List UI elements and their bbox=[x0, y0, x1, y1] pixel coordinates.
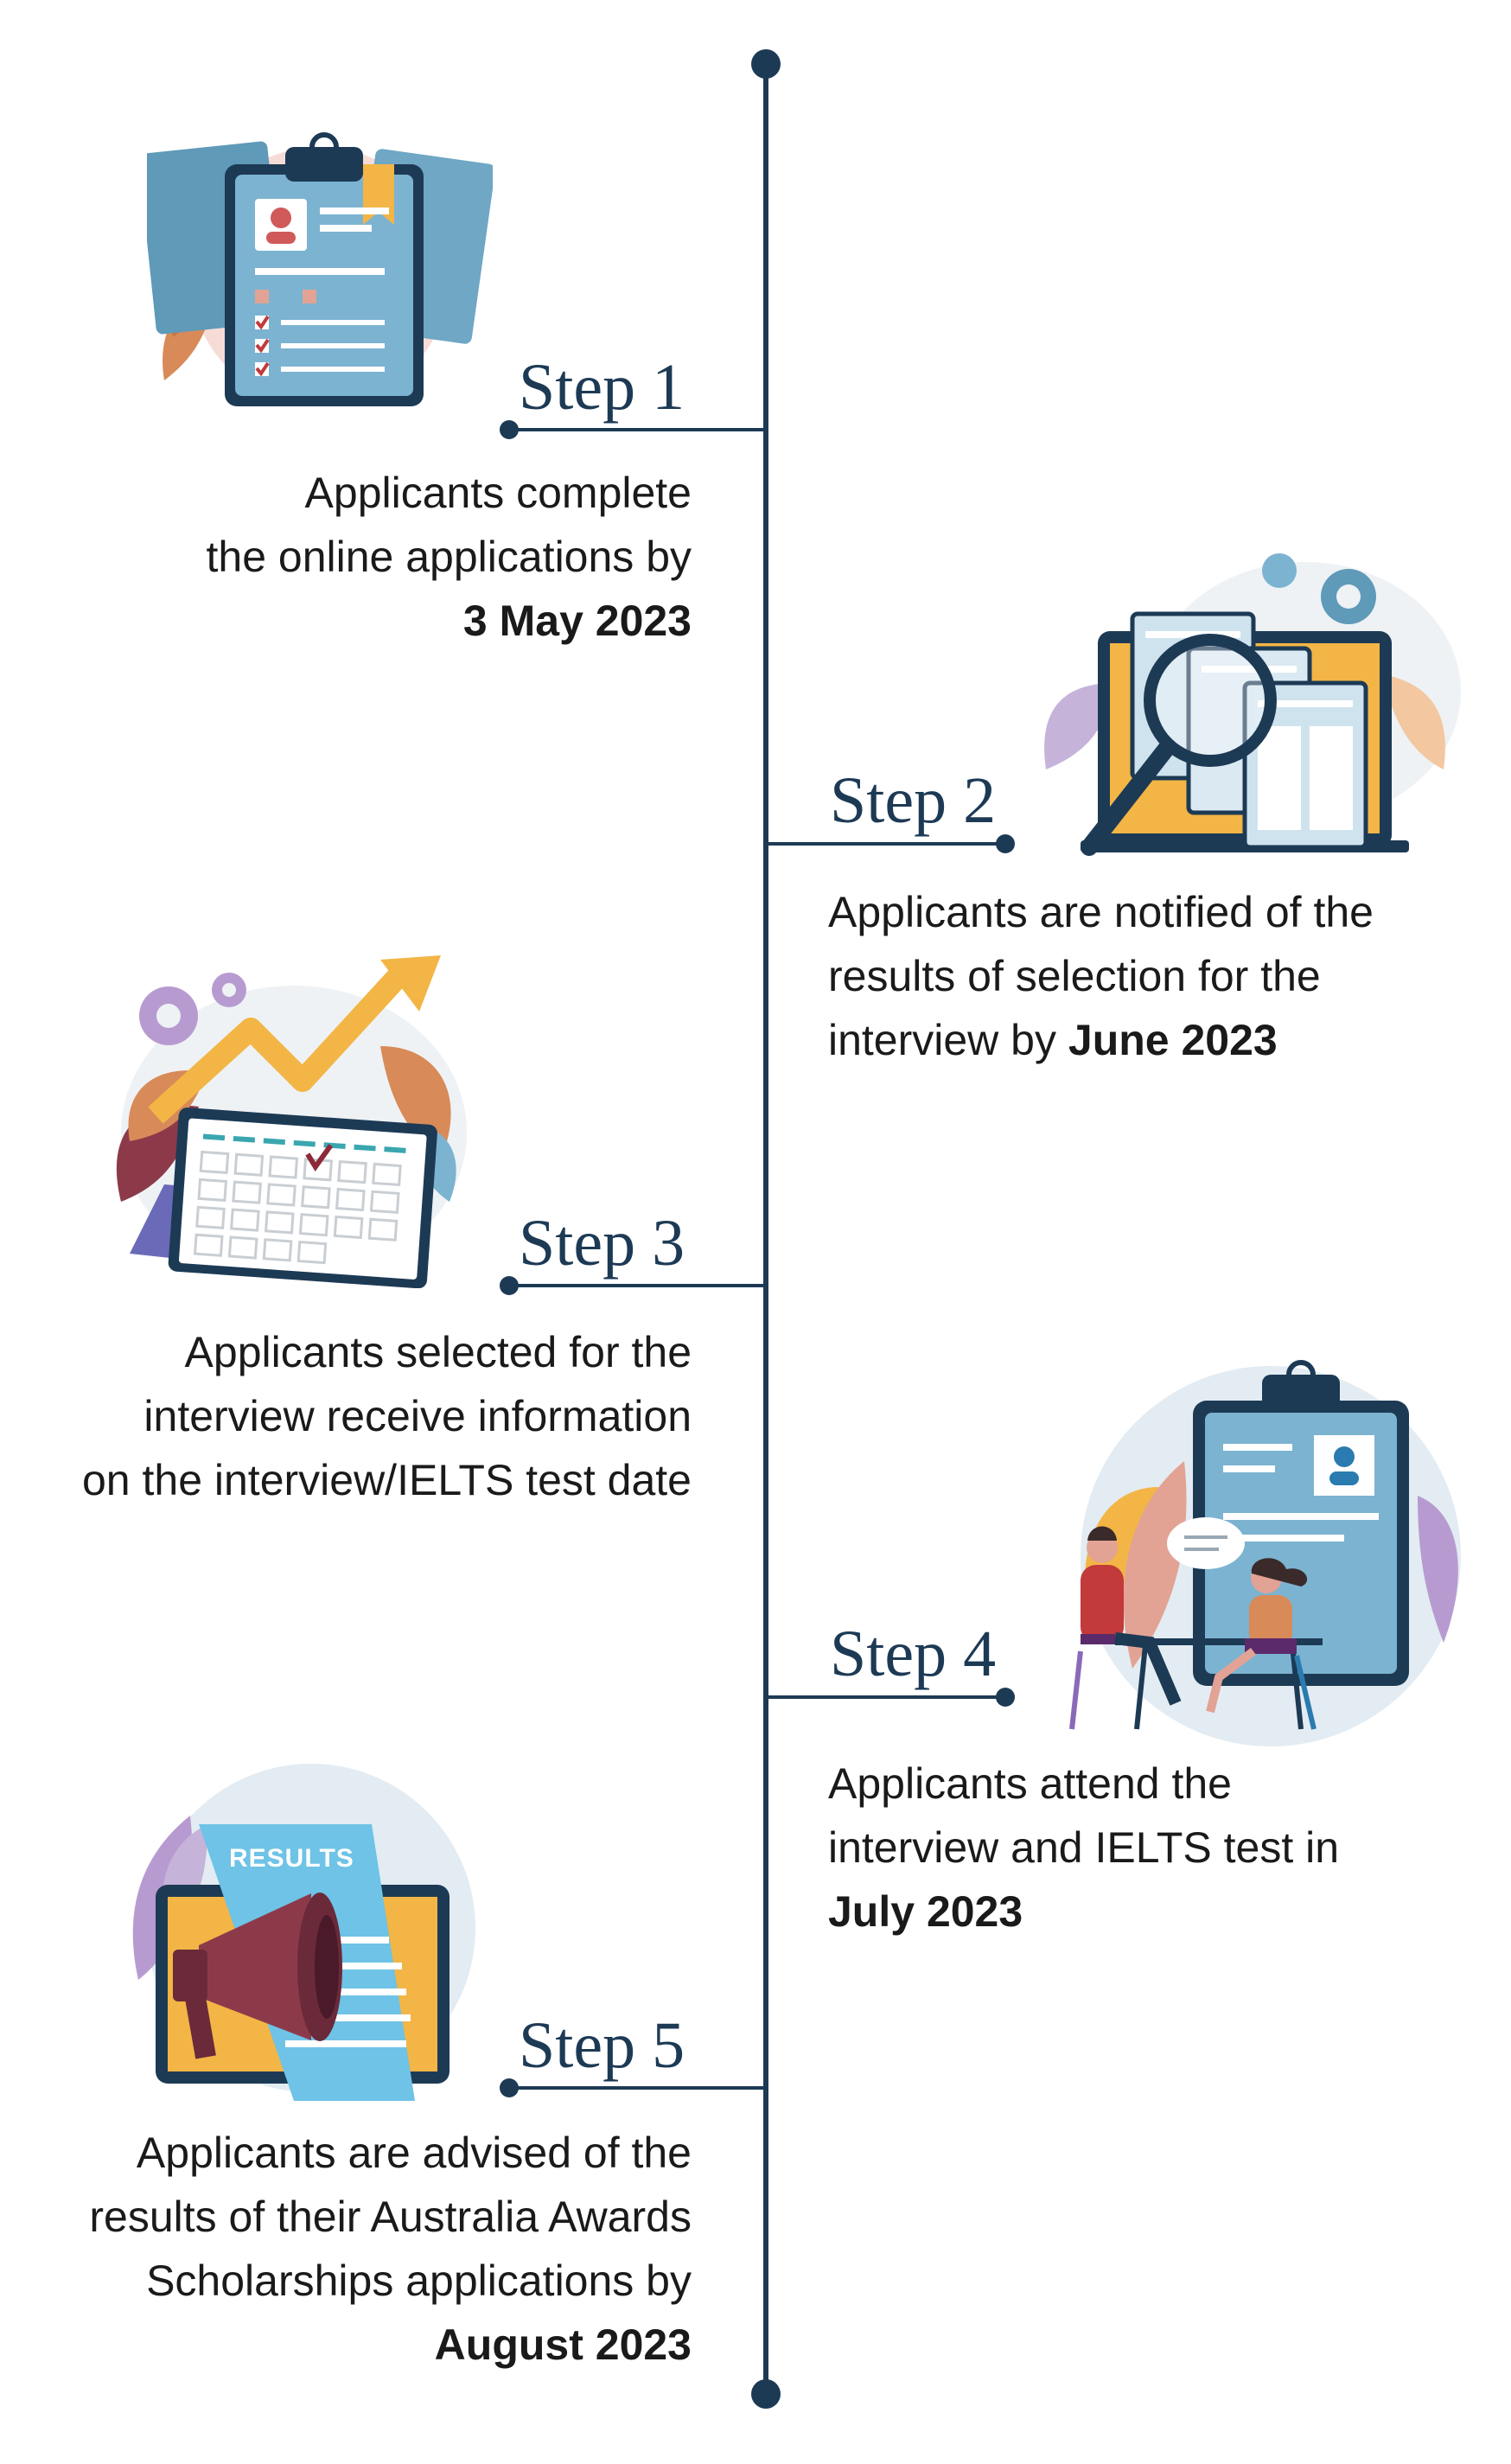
step-1-connector bbox=[508, 428, 766, 431]
step-4-line: interview and IELTS test in bbox=[828, 1823, 1340, 1872]
step-2-line: Applicants are notified of the bbox=[828, 888, 1374, 936]
step-2-description: Applicants are notified of the results o… bbox=[828, 880, 1485, 1072]
step-4-connector-dot bbox=[996, 1688, 1015, 1707]
step-1-description: Applicants complete the online applicati… bbox=[69, 461, 692, 653]
magnifier-search-icon bbox=[1029, 536, 1461, 873]
step-1-heading: Step 1 bbox=[519, 351, 685, 424]
step-3-heading: Step 3 bbox=[519, 1207, 685, 1280]
interview-meeting-icon bbox=[1055, 1340, 1470, 1746]
results-badge: RESULTS bbox=[229, 1844, 354, 1873]
step-2-date: June 2023 bbox=[1068, 1016, 1278, 1064]
step-3-connector bbox=[508, 1284, 766, 1287]
step-5-line: results of their Australia Awards bbox=[89, 2193, 692, 2241]
step-3-line: Applicants selected for the bbox=[184, 1328, 692, 1376]
step-5-heading: Step 5 bbox=[519, 2009, 685, 2082]
step-1-line: the online applications by bbox=[206, 533, 692, 581]
step-5-description: Applicants are advised of the results of… bbox=[17, 2121, 692, 2377]
step-3-line: interview receive information bbox=[143, 1392, 692, 1440]
step-2-connector-dot bbox=[996, 834, 1015, 853]
step-2-heading: Step 2 bbox=[830, 764, 997, 837]
step-1-date: 3 May 2023 bbox=[462, 597, 692, 645]
step-2-connector bbox=[766, 842, 1006, 846]
step-4-line: Applicants attend the bbox=[828, 1759, 1232, 1808]
step-4-heading: Step 4 bbox=[830, 1618, 997, 1690]
step-2-line: results of selection for the bbox=[828, 952, 1321, 1000]
step-5-line: Scholarships applications by bbox=[146, 2257, 692, 2305]
step-5-date: August 2023 bbox=[434, 2320, 692, 2369]
timeline-top-dot bbox=[751, 49, 781, 79]
clipboard-application-icon bbox=[138, 121, 495, 415]
step-1-line: Applicants complete bbox=[304, 469, 692, 517]
step-4-connector bbox=[766, 1695, 1006, 1699]
step-5-connector bbox=[508, 2086, 766, 2090]
calendar-growth-icon bbox=[104, 942, 475, 1289]
step-2-line: interview by bbox=[828, 1016, 1068, 1064]
timeline-bottom-dot bbox=[751, 2379, 781, 2409]
timeline-line bbox=[763, 65, 768, 2395]
step-3-line: on the interview/IELTS test date bbox=[81, 1456, 692, 1504]
megaphone-results-icon: RESULTS bbox=[121, 1755, 484, 2101]
step-4-description: Applicants attend the interview and IELT… bbox=[828, 1752, 1485, 1944]
step-5-line: Applicants are advised of the bbox=[136, 2129, 692, 2177]
step-4-date: July 2023 bbox=[828, 1887, 1023, 1936]
step-3-description: Applicants selected for the interview re… bbox=[17, 1320, 692, 1512]
